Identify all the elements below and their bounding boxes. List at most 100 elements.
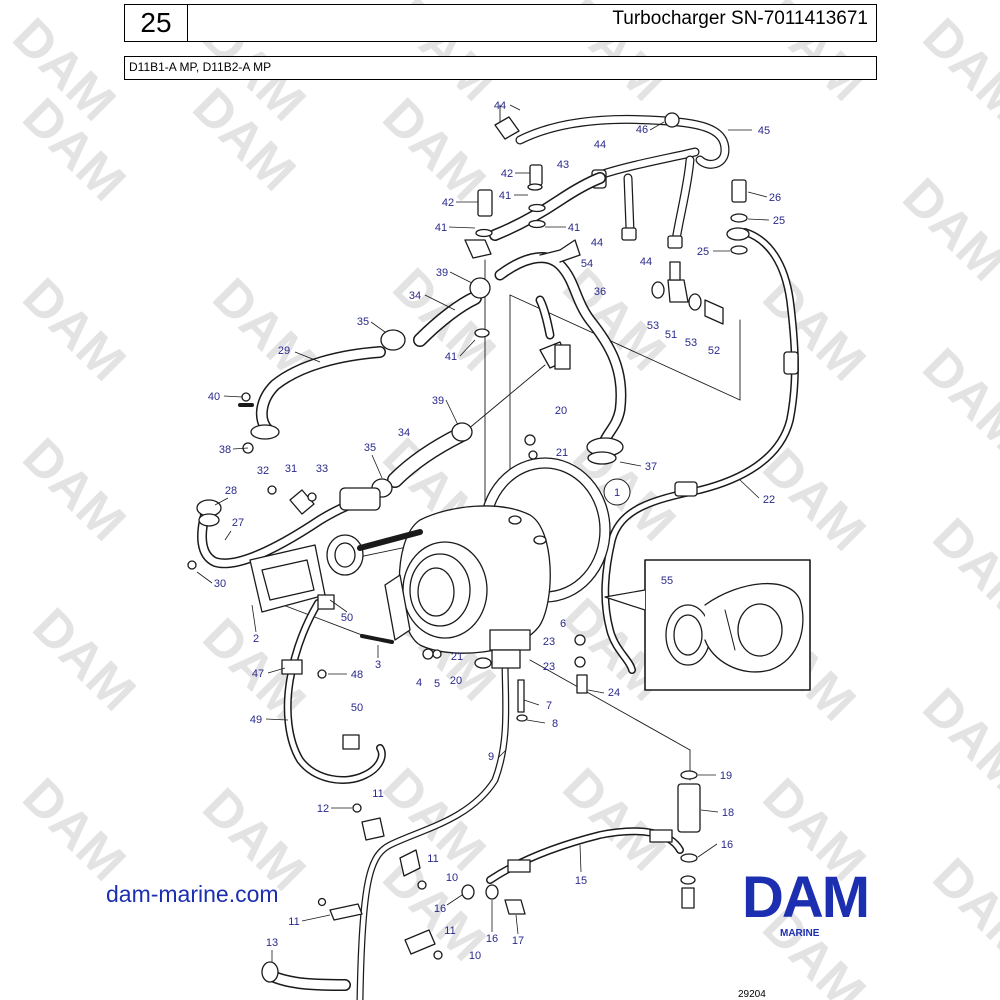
callout-39: 39: [436, 267, 448, 279]
callout-35: 35: [357, 316, 369, 328]
callout-8: 8: [552, 718, 558, 730]
callout-38: 38: [219, 444, 231, 456]
callout-49: 49: [250, 714, 262, 726]
callout-9: 9: [488, 751, 494, 763]
pipe-36: [494, 239, 627, 465]
hose-34-lower: [371, 344, 571, 498]
callout-19: 19: [720, 770, 732, 782]
model-box: D11B1-A MP, D11B2-A MP: [124, 56, 877, 80]
turbocharger-body: [326, 457, 611, 654]
callout-10: 10: [446, 872, 458, 884]
model-designation: D11B1-A MP, D11B2-A MP: [129, 60, 272, 74]
callout-4: 4: [416, 677, 422, 689]
upper-hose-45: [494, 112, 730, 169]
callout-45: 45: [758, 125, 770, 137]
callout-13: 13: [266, 937, 278, 949]
callout-50: 50: [341, 612, 353, 624]
pipe-15: [486, 827, 684, 884]
callout-26: 26: [769, 192, 781, 204]
callout-29: 29: [278, 345, 290, 357]
callout-33: 33: [316, 463, 328, 475]
callout-20: 20: [555, 405, 567, 417]
callout-46: 46: [636, 124, 648, 136]
pipe-49: [281, 594, 386, 784]
callout-42: 42: [501, 168, 513, 180]
callout-21: 21: [556, 447, 568, 459]
callout-53: 53: [647, 320, 659, 332]
callout-41: 41: [568, 222, 580, 234]
callout-16: 16: [721, 839, 733, 851]
callout-16: 16: [434, 903, 446, 915]
callout-3: 3: [375, 659, 381, 671]
callout-55: 55: [661, 575, 673, 587]
callout-18: 18: [722, 807, 734, 819]
callout-10: 10: [469, 950, 481, 962]
callout-34: 34: [409, 290, 421, 302]
callout-11: 11: [372, 788, 383, 800]
page-title: Turbocharger SN-7011413671: [612, 8, 868, 29]
callout-50: 50: [351, 702, 363, 714]
part-1-callout-circle: [603, 478, 631, 506]
callout-7: 7: [546, 700, 552, 712]
callout-23: 23: [543, 636, 555, 648]
pipe-13: [261, 961, 351, 991]
callout-24: 24: [608, 687, 620, 699]
drawing-reference-number: 29204: [738, 989, 766, 1000]
stud-3: [360, 634, 394, 644]
small-fasteners: [187, 392, 588, 960]
callout-22: 22: [763, 494, 775, 506]
callout-39: 39: [432, 395, 444, 407]
callout-44: 44: [640, 256, 652, 268]
callout-31: 31: [285, 463, 297, 475]
callout-25: 25: [773, 215, 785, 227]
callout-28: 28: [225, 485, 237, 497]
callout-34: 34: [398, 427, 410, 439]
callout-30: 30: [214, 578, 226, 590]
hose-29-assembly: [238, 277, 491, 440]
callout-11: 11: [427, 853, 438, 865]
pipe-27: [196, 487, 381, 569]
page-number-box: 25: [124, 4, 188, 42]
brand-subtitle: MARINE: [780, 928, 820, 939]
callout-32: 32: [257, 465, 269, 477]
callout-41: 41: [499, 190, 511, 202]
callout-leaders: [196, 104, 770, 962]
callout-25: 25: [697, 246, 709, 258]
website-url[interactable]: dam-marine.com: [106, 881, 279, 907]
callout-43: 43: [557, 159, 569, 171]
callout-36: 36: [594, 286, 606, 298]
callout-2: 2: [253, 633, 259, 645]
callout-44: 44: [591, 237, 603, 249]
callout-44: 44: [494, 100, 506, 112]
callout-11: 11: [288, 916, 299, 928]
callout-47: 47: [252, 668, 264, 680]
page-number: 25: [140, 7, 172, 38]
callout-53: 53: [685, 337, 697, 349]
callout-52: 52: [708, 345, 720, 357]
callout-16: 16: [486, 933, 498, 945]
tee-hoses-44: [591, 147, 700, 249]
pipe-22: [601, 179, 799, 674]
clamps-11: [329, 817, 436, 955]
callout-23: 23: [543, 661, 555, 673]
callout-1: 1: [614, 487, 620, 499]
drain-pipe-9: [356, 649, 528, 1000]
callout-37: 37: [645, 461, 657, 473]
fittings-16-17: [461, 884, 526, 915]
callout-15: 15: [575, 875, 587, 887]
callout-51: 51: [665, 329, 677, 341]
callout-27: 27: [232, 517, 244, 529]
callout-35: 35: [364, 442, 376, 454]
callout-6: 6: [560, 618, 566, 630]
callout-54: 54: [581, 258, 593, 270]
title-box: Turbocharger SN-7011413671: [187, 4, 877, 42]
callout-48: 48: [351, 669, 363, 681]
callout-44: 44: [594, 139, 606, 151]
gasket-2: [249, 544, 326, 613]
callout-40: 40: [208, 391, 220, 403]
callout-21: 21: [451, 651, 463, 663]
filter-18: [677, 770, 701, 909]
callout-11: 11: [444, 925, 455, 937]
inset-detail-55: [604, 559, 811, 691]
